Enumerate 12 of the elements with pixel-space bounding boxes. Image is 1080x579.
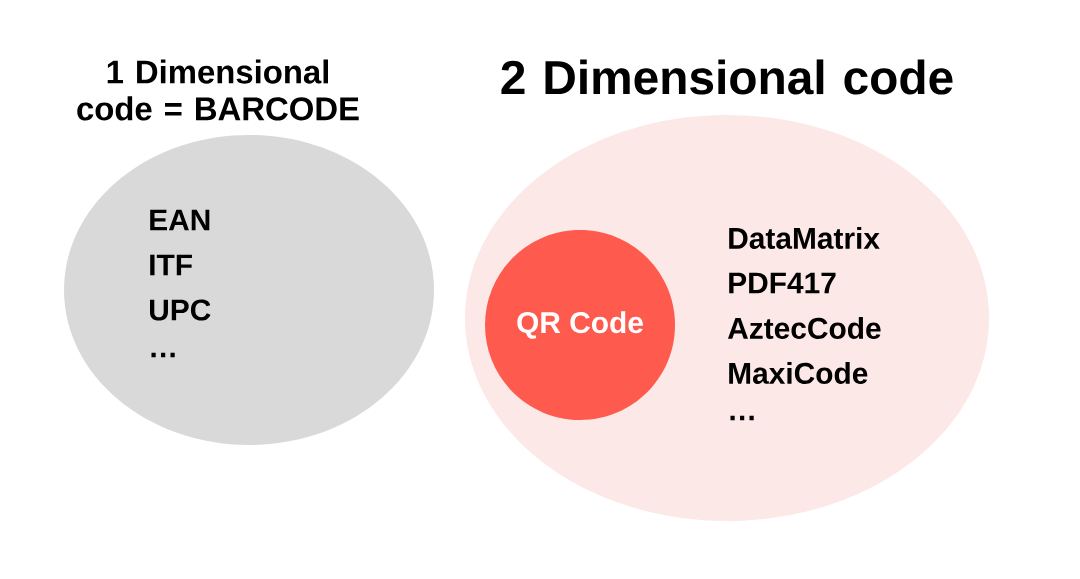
list-item: ITF [150, 254, 192, 276]
list-item: PDF417 [729, 272, 836, 294]
list-item: … [730, 415, 754, 421]
list-item: AztecCode [727, 317, 881, 339]
list-item: DataMatrix [729, 227, 880, 249]
heading: 1 Dimensional code = BARCODE [77, 59, 359, 121]
list-item: EAN [150, 209, 210, 231]
heading: 2 Dimensional code [501, 59, 953, 95]
circle-region: QR Code [485, 230, 675, 420]
list-item: … [151, 352, 175, 358]
list-item: UPC [150, 299, 211, 321]
list-item: MaxiCode [729, 362, 868, 384]
